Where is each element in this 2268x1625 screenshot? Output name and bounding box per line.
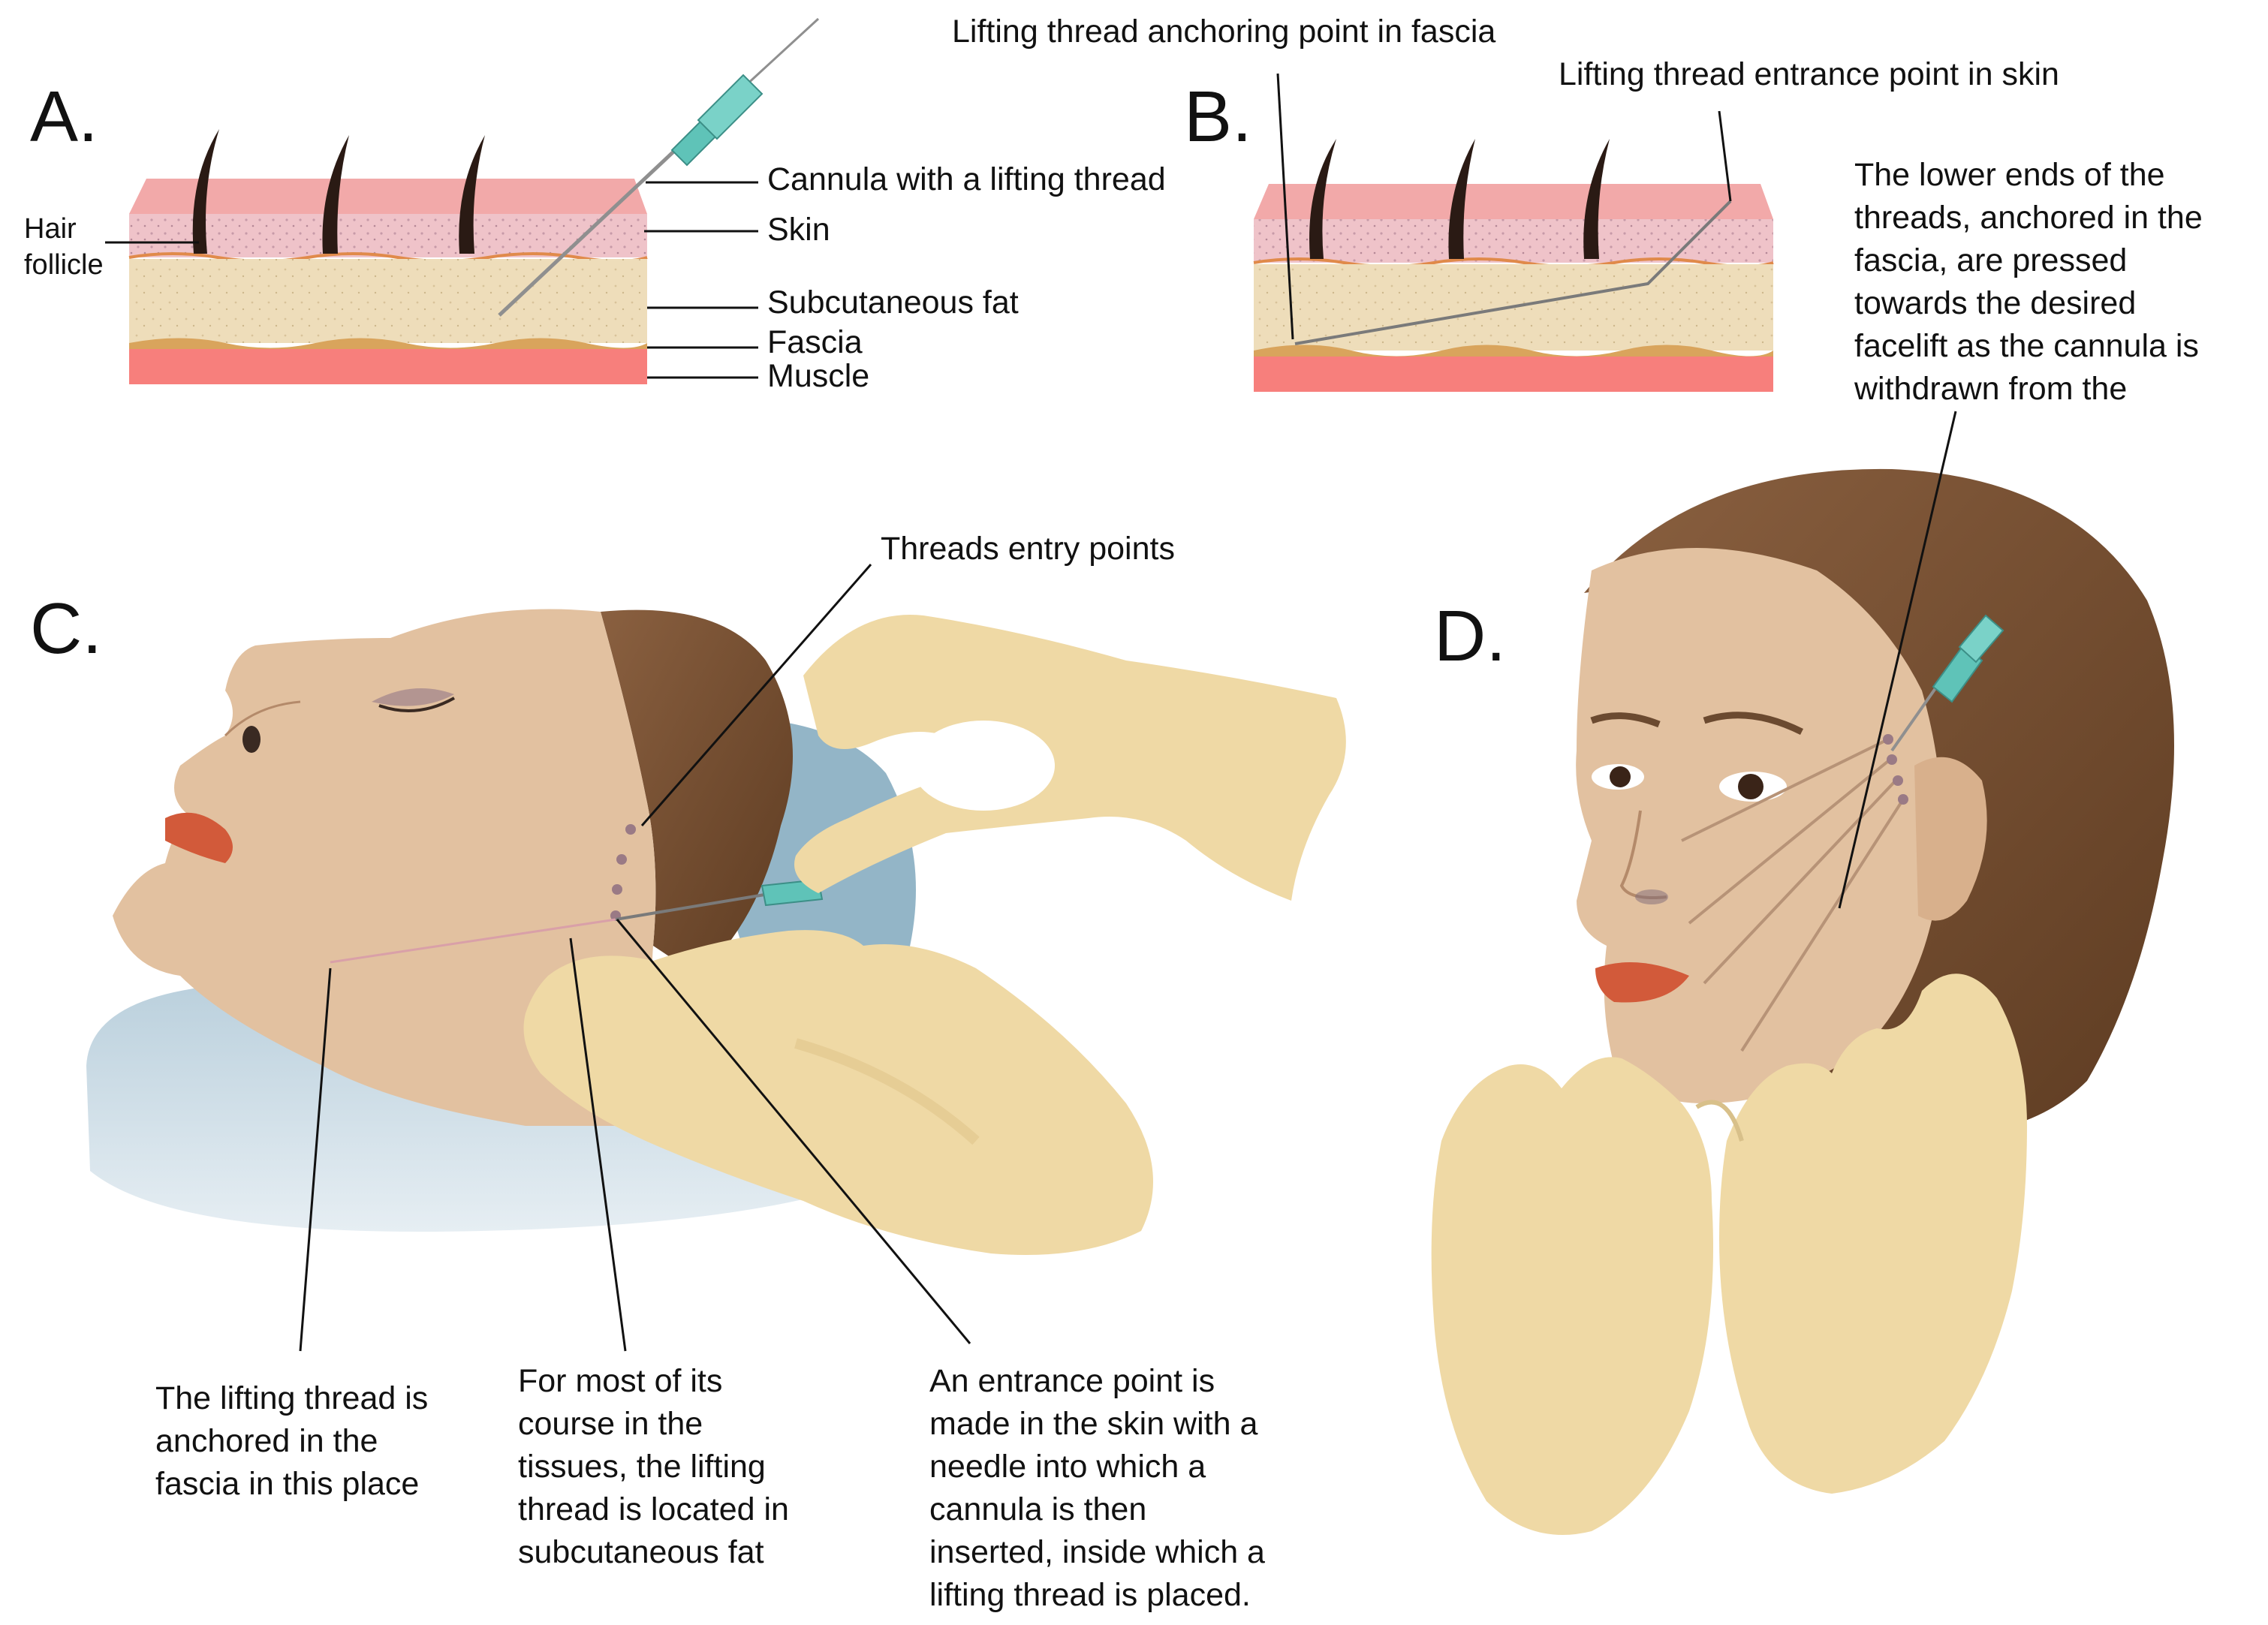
closed-eye (372, 688, 454, 706)
panel-a-letter: A. (30, 77, 98, 157)
panel-d-illustration (1431, 468, 2174, 1535)
anchoring-point-label: Lifting thread anchoring point in fascia (952, 14, 1496, 50)
glove-lower (523, 930, 1153, 1255)
skin-top-face (129, 179, 647, 214)
hair (601, 609, 793, 976)
lifting-thread (330, 918, 616, 964)
entrance-description: An entrance point is made in the skin wi… (929, 1363, 1265, 1613)
lips (165, 812, 233, 863)
panel-c-letter: C. (30, 588, 102, 669)
ear (1914, 757, 1987, 921)
panel-b-hairs (1309, 139, 1610, 259)
panel-a-cannula (498, 17, 820, 317)
cannula-label: Cannula with a lifting thread (767, 161, 1166, 197)
panel-b-leaders (1276, 73, 1732, 340)
panel-c-leaders (299, 564, 971, 1352)
panel-b-thread (1294, 200, 1732, 345)
muscle-layer (129, 349, 647, 384)
glove-upper (794, 615, 1346, 901)
hair-follicle-label: Hair follicle (24, 213, 104, 281)
fascia-layer (129, 338, 647, 349)
anchored-description: The lifting thread is anchored in the fa… (155, 1380, 429, 1502)
face-threads (1681, 738, 1905, 1052)
course-description: For most of its course in the tissues, t… (518, 1363, 789, 1570)
dermis-boundary (128, 252, 648, 263)
panel-a-hairs (192, 129, 485, 254)
panel-d-letter: D. (1434, 596, 1506, 676)
subcutaneous-fat-label: Subcutaneous fat (767, 284, 1019, 320)
entry-point-dots (1883, 734, 1908, 805)
glove-left (1431, 1057, 1713, 1535)
fascia-label: Fascia (767, 324, 863, 360)
lips (1595, 962, 1689, 1003)
entry-points-label: Threads entry points (881, 531, 1175, 567)
panel-b-skin-block (1253, 184, 1774, 392)
panel-b-letter: B. (1184, 77, 1252, 157)
cannula-hub (1932, 644, 1983, 703)
glove-right (1719, 973, 2027, 1494)
panel-d-leaders (1838, 411, 1957, 909)
eyes (1592, 764, 1787, 802)
skin-top-face (1254, 184, 1773, 219)
muscle-label: Muscle (767, 358, 870, 394)
face (1576, 548, 1942, 1103)
lower-ends-description: The lower ends of the threads, anchored … (1854, 157, 2203, 407)
panel-a-leaders (105, 181, 758, 379)
panel-c-illustration (86, 609, 1346, 1255)
entrance-point-label: Lifting thread entrance point in skin (1559, 56, 2059, 92)
panel-a-skin-block (128, 179, 648, 384)
skin-label: Skin (767, 212, 830, 248)
